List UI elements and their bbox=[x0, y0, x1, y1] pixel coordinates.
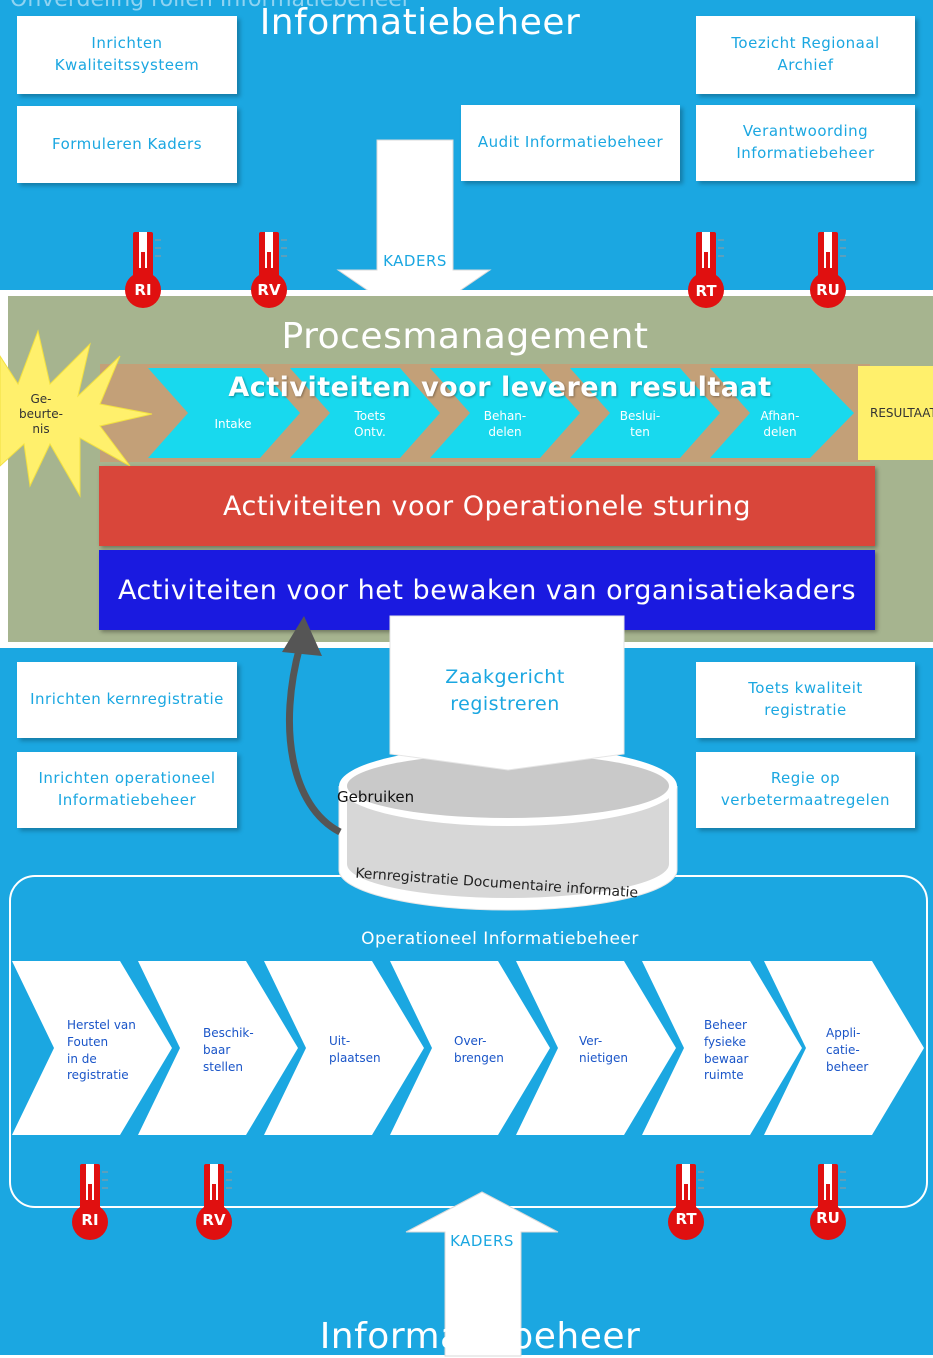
event-starburst bbox=[0, 329, 153, 498]
box-formuleren-kaders: Formuleren Kaders bbox=[17, 106, 237, 183]
step-besluiten: Beslui- ten bbox=[619, 409, 661, 440]
kaders-label-bottom: KADERS bbox=[450, 1232, 514, 1250]
thermometer-icon bbox=[688, 232, 724, 308]
top-title: Informatiebeheer bbox=[259, 2, 581, 43]
box-inrichten-kwaliteitssysteem: Inrichten Kwaliteitssysteem bbox=[17, 16, 237, 94]
chevron-vernietigen bbox=[516, 961, 676, 1135]
result-box: RESULTAAT bbox=[858, 366, 933, 460]
chevron-beschikbaar bbox=[138, 961, 298, 1135]
chevron-label-overbrengen: Over- brengen bbox=[454, 1034, 504, 1065]
gebruiken-label: Gebruiken bbox=[337, 788, 415, 806]
chevron-label-beheer: Beheer fysieke bewaar ruimte bbox=[704, 1018, 749, 1083]
chevron-herstel bbox=[12, 961, 172, 1135]
thermo-label-ru-top: RU bbox=[816, 281, 840, 299]
box-toezicht-regionaal-archief: Toezicht Regionaal Archief bbox=[696, 16, 915, 94]
chevron-label-beschikbaar: Beschik- baar stellen bbox=[203, 1026, 254, 1074]
chevron-beheer-ruimte bbox=[642, 961, 802, 1135]
chevron-uitplaatsen bbox=[264, 961, 424, 1135]
step-toets: Toets Ontv. bbox=[354, 409, 386, 440]
chevron-label-vernietigen: Ver- nietigen bbox=[579, 1034, 628, 1065]
box-inrichten-operationeel: Inrichten operationeel Informatiebeheer bbox=[17, 752, 237, 828]
step-afhandelen: Afhan- delen bbox=[760, 409, 800, 440]
thermometer-icon bbox=[196, 1164, 232, 1240]
bottom-title: Informatiebeheer bbox=[319, 1316, 641, 1357]
thermo-label-ri-top: RI bbox=[134, 281, 152, 299]
thermometer-icon bbox=[72, 1164, 108, 1240]
thermo-label-rv-top: RV bbox=[257, 281, 281, 299]
kaders-label-top: KADERS bbox=[383, 252, 447, 270]
chevron-label-herstel: Herstel van Fouten in de registratie bbox=[67, 1018, 136, 1083]
thermometer-icon bbox=[251, 232, 287, 308]
chevron-besluiten bbox=[570, 368, 720, 458]
step-behandelen: Behan- delen bbox=[483, 409, 527, 440]
thermo-label-ri-bottom: RI bbox=[81, 1211, 99, 1229]
box-toets-kwaliteit-registratie: Toets kwaliteit registratie bbox=[696, 662, 915, 738]
thermo-label-rv-bottom: RV bbox=[202, 1211, 226, 1229]
chevron-intake bbox=[148, 368, 300, 458]
operational-chevrons bbox=[12, 961, 924, 1135]
operationele-sturing-bar: Activiteiten voor Operationele sturing bbox=[99, 466, 875, 546]
thermo-label-rt-bottom: RT bbox=[675, 1210, 697, 1228]
chevron-label-uitplaatsen: Uit- plaatsen bbox=[329, 1034, 381, 1065]
activities-title: Activiteiten voor leveren resultaat bbox=[228, 372, 772, 403]
box-audit-informatiebeheer: Audit Informatiebeheer bbox=[461, 105, 680, 181]
chevron-overbrengen bbox=[390, 961, 550, 1135]
cut-top-caption: Onverdeling rollen Informatiebeheer bbox=[10, 0, 411, 12]
chevron-behandelen bbox=[430, 368, 580, 458]
procesmanagement-title: Procesmanagement bbox=[281, 316, 649, 357]
zaakgericht-label: Zaakgericht registreren bbox=[445, 666, 565, 715]
box-inrichten-kernregistratie: Inrichten kernregistratie bbox=[17, 662, 237, 738]
box-regie-verbetermaatregelen: Regie op verbetermaatregelen bbox=[696, 752, 915, 828]
chevron-applicatiebeheer bbox=[764, 961, 924, 1135]
step-intake: Intake bbox=[214, 417, 252, 431]
chevron-label-applicatie: Appli- catie- beheer bbox=[826, 1026, 869, 1074]
activity-chevrons bbox=[148, 368, 854, 458]
thermometer-icon bbox=[668, 1164, 704, 1240]
box-verantwoording-informatiebeheer: Verantwoording Informatiebeheer bbox=[696, 105, 915, 181]
event-label: Ge- beurte- nis bbox=[19, 392, 63, 436]
kernregistratie-database bbox=[338, 746, 678, 911]
operationeel-title: Operationeel Informatiebeheer bbox=[361, 929, 639, 949]
zaakgericht-arrow bbox=[389, 615, 625, 771]
chevron-afhandelen bbox=[710, 368, 854, 458]
thermo-label-ru-bottom: RU bbox=[816, 1209, 840, 1227]
thermometer-icon bbox=[810, 232, 846, 308]
thermometer-icon bbox=[810, 1164, 846, 1240]
thermometer-icon bbox=[125, 232, 161, 308]
gebruiken-arrow bbox=[282, 616, 342, 836]
thermo-label-rt-top: RT bbox=[695, 282, 717, 300]
chevron-toets bbox=[290, 368, 440, 458]
